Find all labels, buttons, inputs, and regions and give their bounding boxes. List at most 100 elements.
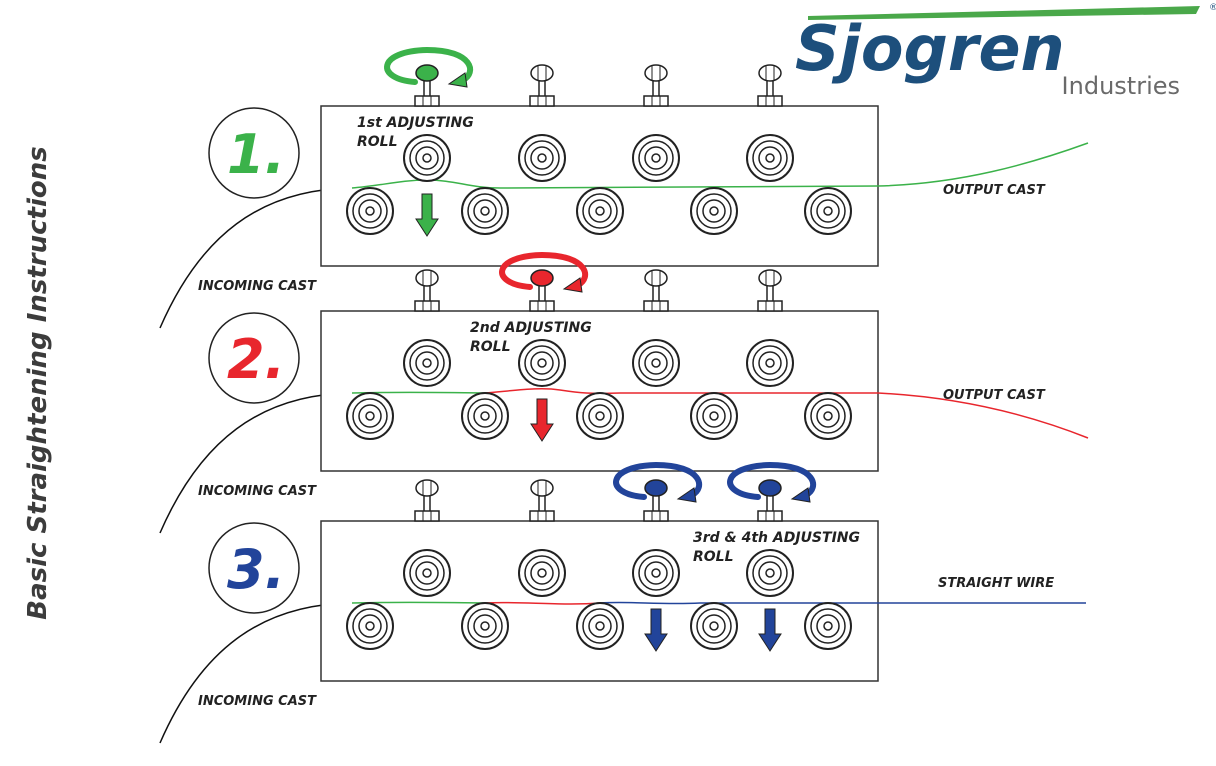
step-1-adjuster-3-knob: [644, 64, 668, 82]
step-2-bottom-roller-4-hub: [709, 411, 719, 421]
step-1-rotation-arrow-1-head: [447, 72, 468, 88]
step-1-bottom-roller-2-ring: [467, 193, 503, 229]
step-2-bottom-roller-5-hub: [823, 411, 833, 421]
step-1-bottom-roller-3-inner: [588, 199, 612, 223]
step-1-bottom-roller-1-hub: [365, 206, 375, 216]
step-3-bottom-roller-2-outer: [461, 602, 509, 650]
step-2-top-roller-4-ring: [752, 345, 788, 381]
step-2-number-circle: [208, 312, 300, 404]
step-2-adjusting-label-line-2: ROLL: [470, 339, 511, 355]
step-1-rotation-arrow-1: [384, 46, 474, 88]
step-2-bottom-roller-1: [346, 392, 394, 440]
step-1-adjuster-1-nut: [414, 95, 440, 107]
step-2-top-roller-1-inner: [415, 351, 439, 375]
step-1-top-roller-4-outer: [746, 134, 794, 182]
step-1-bottom-roller-3: [576, 187, 624, 235]
step-1-top-roller-4-ring: [752, 140, 788, 176]
step-3-adjuster-3: [643, 479, 669, 522]
step-3-adjuster-4: [757, 479, 783, 522]
step-2-top-roller-3-ring: [638, 345, 674, 381]
step-2-bottom-roller-1-ring: [352, 398, 388, 434]
step-3-top-roller-4-outer: [746, 549, 794, 597]
step-2-adjusting-label-line-1: 2nd ADJUSTING: [470, 320, 592, 336]
step-3-adjuster-4-knob: [758, 479, 782, 497]
step-2-bottom-roller-1-outer: [346, 392, 394, 440]
step-3-top-roller-1-outer: [403, 549, 451, 597]
step-3-top-roller-2-ring: [524, 555, 560, 591]
step-2-bottom-roller-1-hub: [365, 411, 375, 421]
step-1-adjusting-label-line-2: ROLL: [357, 134, 398, 150]
step-1-bottom-roller-4-ring: [696, 193, 732, 229]
step-2-incoming-label: INCOMING CAST: [198, 484, 317, 499]
step-2-bottom-roller-5-inner: [816, 404, 840, 428]
step-3-bottom-roller-3-hub: [595, 621, 605, 631]
step-3-bottom-roller-1-outer: [346, 602, 394, 650]
step-3-bottom-roller-3: [576, 602, 624, 650]
step-1-bottom-roller-5-ring: [810, 193, 846, 229]
step-3-rotation-arrow-3-arc: [613, 461, 703, 500]
step-1-top-roller-2-outer: [518, 134, 566, 182]
step-3-number: 3.: [227, 538, 285, 601]
step-3-top-roller-2-inner: [530, 561, 554, 585]
step-2-bottom-roller-2: [461, 392, 509, 440]
step-2-adjuster-3-nut: [643, 300, 669, 312]
step-3-adjuster-2: [529, 479, 555, 522]
step-1-output-label: OUTPUT CAST: [943, 183, 1046, 198]
step-2-adjuster-1-nut: [414, 300, 440, 312]
step-3-adjusting-label-line-2: ROLL: [693, 549, 734, 565]
step-2-bottom-roller-5: [804, 392, 852, 440]
step-2-bottom-roller-3-inner: [588, 404, 612, 428]
step-1-bottom-roller-2-inner: [473, 199, 497, 223]
step-1-top-roller-1: [403, 134, 451, 182]
step-3-top-roller-3: [632, 549, 680, 597]
step-1-bottom-roller-1-inner: [358, 199, 382, 223]
step-3-top-roller-4-hub: [765, 568, 775, 578]
step-1-bottom-roller-1-outer: [346, 187, 394, 235]
step-1-bottom-roller-5-hub: [823, 206, 833, 216]
step-1-top-roller-3-hub: [651, 153, 661, 163]
step-3-top-roller-3-hub: [651, 568, 661, 578]
step-1-top-roller-3-outer: [632, 134, 680, 182]
step-3-top-roller-2-outer: [518, 549, 566, 597]
step-2-bottom-roller-4-ring: [696, 398, 732, 434]
step-3-number-circle: [208, 522, 300, 614]
step-3-adjuster-2-nut: [529, 510, 555, 522]
step-2-top-roller-4-outer: [746, 339, 794, 387]
step-1-bottom-roller-4-inner: [702, 199, 726, 223]
step-3-adjuster-2-knob: [530, 479, 554, 497]
step-1-adjuster-2-knob: [530, 64, 554, 82]
step-1-top-roller-3-inner: [644, 146, 668, 170]
step-2-top-roller-3: [632, 339, 680, 387]
step-1-bottom-roller-2-hub: [480, 206, 490, 216]
logo-swoosh: [808, 6, 1200, 20]
step-3-incoming-wire: [159, 602, 353, 744]
step-2-top-roller-1-hub: [422, 358, 432, 368]
step-3-top-roller-2-hub: [537, 568, 547, 578]
step-3-top-roller-1-ring: [409, 555, 445, 591]
logo-sub-text: Industries: [1062, 72, 1180, 100]
step-3-bottom-roller-4-ring: [696, 608, 732, 644]
step-3-bottom-roller-4-outer: [690, 602, 738, 650]
step-3-rotation-arrow-4-arc: [727, 461, 817, 500]
step-1-bottom-roller-5-outer: [804, 187, 852, 235]
step-2-top-roller-4-hub: [765, 358, 775, 368]
step-2-top-roller-2-outer: [518, 339, 566, 387]
step-3-bottom-roller-3-ring: [582, 608, 618, 644]
step-2-rotation-arrow-2-arc: [499, 251, 589, 290]
step-1-top-roller-1-hub: [422, 153, 432, 163]
step-3-bottom-roller-4-inner: [702, 614, 726, 638]
step-1-top-roller-3: [632, 134, 680, 182]
step-3-bottom-roller-2-ring: [467, 608, 503, 644]
step-2-bottom-roller-4-inner: [702, 404, 726, 428]
step-3-bottom-roller-2-hub: [480, 621, 490, 631]
step-3-incoming-label: INCOMING CAST: [198, 694, 317, 709]
step-3-adjuster-1-nut: [414, 510, 440, 522]
step-2-top-roller-1-ring: [409, 345, 445, 381]
step-2-top-roller-2-ring: [524, 345, 560, 381]
step-1-top-roller-1-ring: [409, 140, 445, 176]
step-3-bottom-roller-5-hub: [823, 621, 833, 631]
step-3-top-roller-3-inner: [644, 561, 668, 585]
step-1-top-roller-2-ring: [524, 140, 560, 176]
